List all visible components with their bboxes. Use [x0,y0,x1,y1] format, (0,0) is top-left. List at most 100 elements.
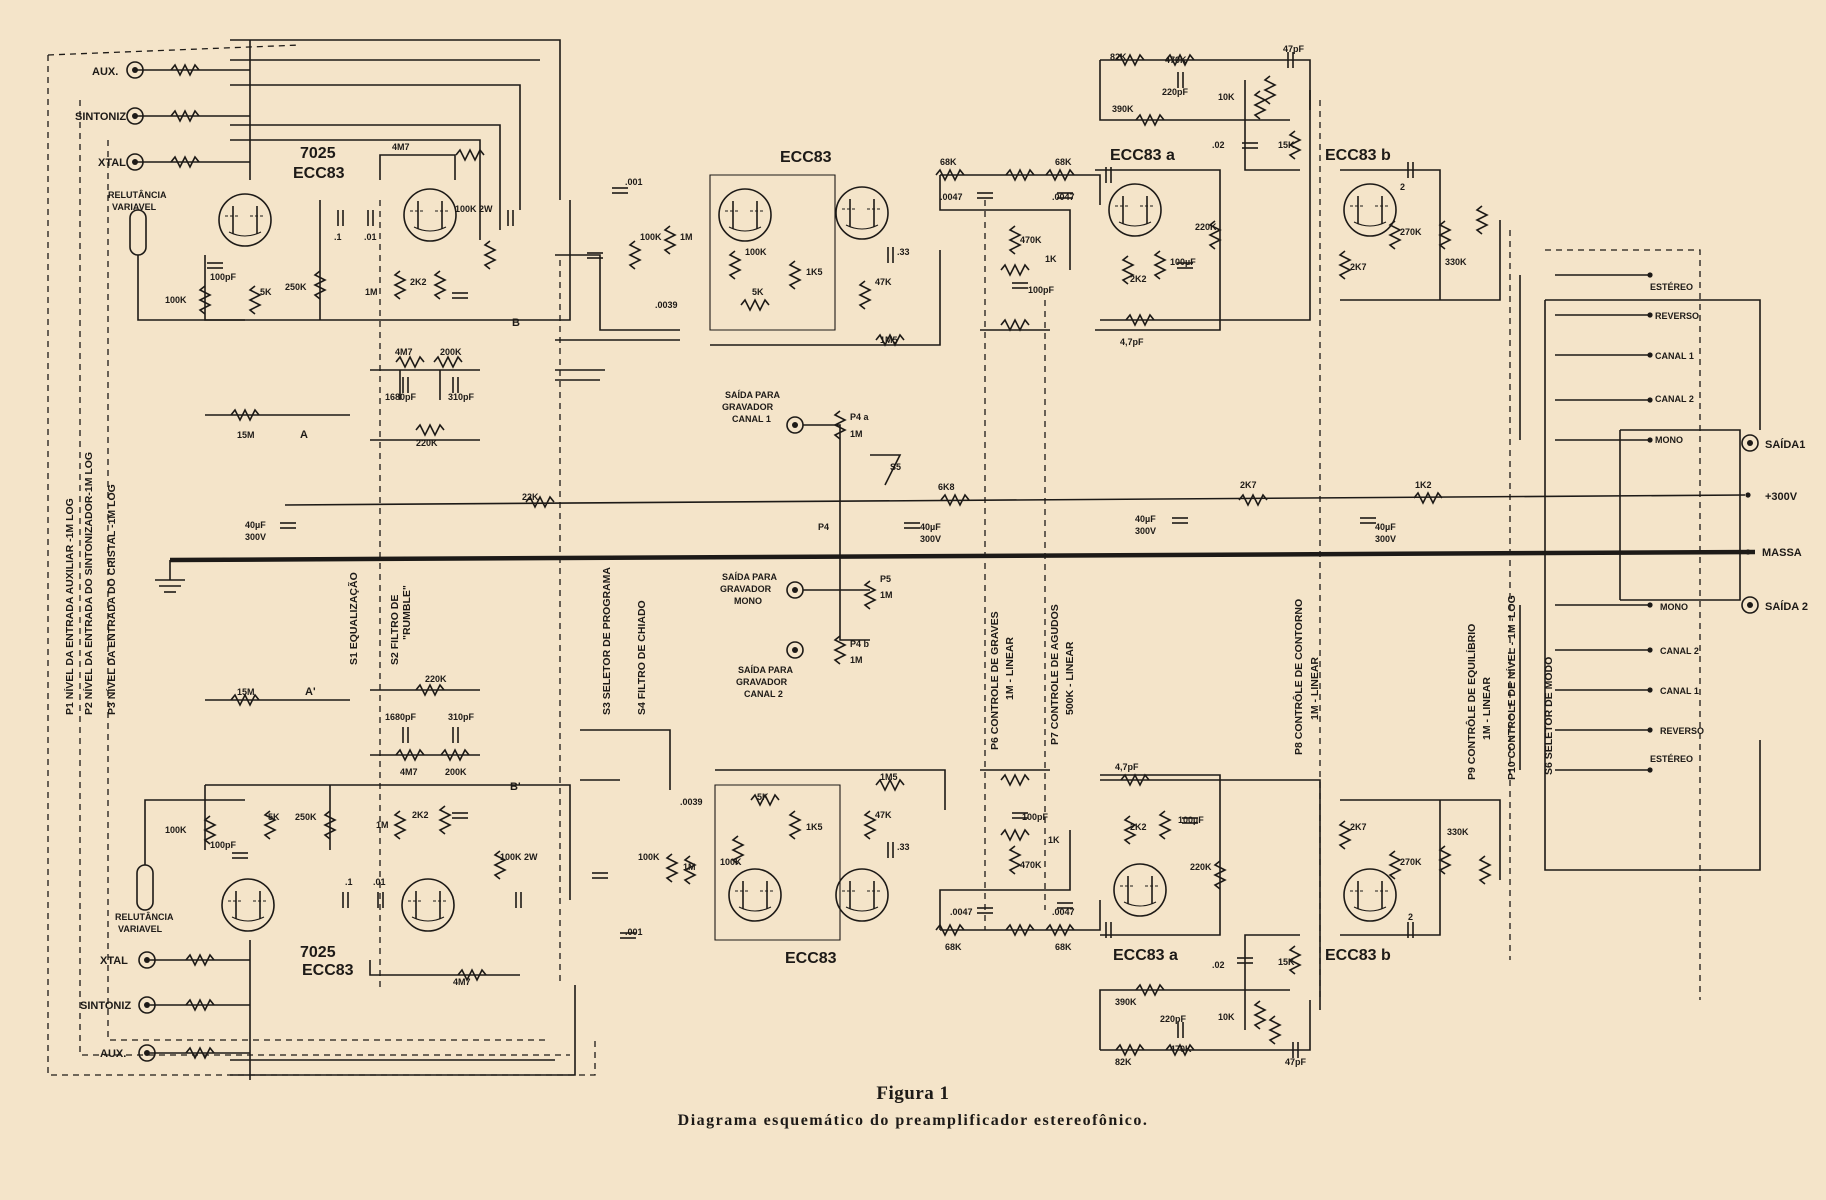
tube-label-u1: ECC83 [293,165,345,182]
legend-s6: S6 SELETOR DE MODO [1543,657,1555,775]
legend-p1: P1 NÍVEL DA ENTRADA AUXILIAR -1M LOG [63,498,76,715]
label-1k2: 1K2 [1415,480,1432,490]
label-s3-220k-bottom: 220K [1190,862,1212,872]
label-68k-bottom2: 68K [1055,942,1072,952]
label-4m7-top: 4M7 [392,142,410,152]
rec-out-2-line2: GRAVADOR [736,677,788,687]
label-eq-310pf-a: 310pF [448,392,475,402]
mode-reverso-top: REVERSO [1655,311,1699,321]
legend-p7-b: 500K - LINEAR [1064,641,1076,715]
label-c02-bottom: .02 [1212,960,1225,970]
label-15m-b: 15M [237,687,255,697]
rec-out-mono-line1: SAÍDA PARA [722,572,778,582]
label-p5: P5 [880,574,891,584]
label-eq-220k-a: 220K [416,438,438,448]
label-68k-top2: 68K [1055,157,1072,167]
selector-switches [555,187,696,939]
input-label-xtal-bottom: XTAL [100,955,128,967]
tube-label-u3: ECC83 a [1110,147,1175,164]
tube-label-l4: ECC83 b [1325,947,1391,964]
label-eq-220k-b: 220K [425,674,447,684]
label-15m-a: 15M [237,430,255,440]
label-c33-top: .33 [897,247,910,257]
label-2k7: 2K7 [1240,480,1257,490]
label-68k-bottom: 68K [945,942,962,952]
input-section-top [126,39,561,321]
mode-reverso-bottom: REVERSO [1660,726,1704,736]
label-c0039-top: .0039 [655,300,678,310]
recorder-outputs [786,410,902,665]
label-300v-3: 300V [1135,526,1156,536]
label-s3-100uf-bottom: 100µF [1178,815,1204,825]
legend-p6-b: 1M - LINEAR [1004,637,1016,700]
mode-mono-top: MONO [1655,435,1683,445]
label-p4b-1m: 1M [850,655,863,665]
label-mid-5k-bottom: 5K [757,792,769,802]
label-point-a2: A' [305,686,316,698]
label-c0039-bottom: .0039 [680,797,703,807]
mode-mono-bottom: MONO [1660,602,1688,612]
label-c0047-b: .0047 [1052,192,1075,202]
legend-p10: P10 CONTROLE DE NÍVEL - 1M -LOG [1505,595,1518,780]
label-100k2w-b: 100K 2W [500,852,538,862]
legend-s2-a: S2 FILTRO DE [389,595,401,665]
label-ct-470k-top: 470K [1165,55,1187,65]
label-c0047-c: .0047 [950,907,973,917]
output-saida1: SAÍDA1 [1765,438,1805,451]
stage-3-bottom [1100,774,1321,1010]
vertical-legends: P1 NÍVEL DA ENTRADA AUXILIAR -1M LOG P2 … [63,452,1555,780]
label-eq-1680pf-b: 1680pF [385,712,417,722]
output-plus300: +300V [1765,491,1798,503]
label-10k-top: 10K [1218,92,1235,102]
label-100k-a: 100K [165,295,187,305]
label-100k-b: 100K [165,825,187,835]
rec-out-1-line3: CANAL 1 [732,414,771,424]
rec-out-1-line1: SAÍDA PARA [725,390,781,400]
label-s4-1m-bottom: 1M [683,862,696,872]
output-saida2: SAÍDA 2 [1765,600,1808,613]
label-6k8: 6K8 [938,482,955,492]
mode-canal2-top: CANAL 2 [1655,394,1694,404]
label-15k-top: 15K [1278,140,1295,150]
tone-control [935,169,1101,936]
label-1k5-bottom: 1K5 [806,822,823,832]
label-220pf-bottom: 220pF [1160,1014,1187,1024]
label-1k-bottom: 1K [1048,835,1060,845]
label-100k2w-a: 100K 2W [455,204,493,214]
legend-p9-b: 1M - LINEAR [1481,677,1493,740]
label-390k-bottom: 390K [1115,997,1137,1007]
label-s3-100uf-top: 100µF [1170,257,1196,267]
label-100pf-a: 100pF [210,272,237,282]
stage-3-top [1095,90,1311,331]
label-p4a: P4 a [850,412,870,422]
label-c1-a: .1 [334,232,342,242]
label-s4-100k-bottom: 100K [638,852,660,862]
label-470k-top: 470K [1020,235,1042,245]
label-300v-1: 300V [245,532,266,542]
label-220pf-top: 220pF [1162,87,1189,97]
tube-label-u2: ECC83 [780,149,832,166]
label-p5-1m: 1M [880,590,893,600]
legend-s3: S3 SELETOR DE PROGRAMA [601,567,613,715]
rec-out-mono-line2: GRAVADOR [720,584,772,594]
stage-1-bottom [204,784,571,981]
input-label-xtal-top: XTAL [98,157,126,169]
label-82k-top: 82K [1110,52,1127,62]
label-1k5-top: 1K5 [806,267,823,277]
label-40uf-3: 40µF [1135,514,1156,524]
label-68k-top: 68K [940,157,957,167]
label-47pf-top: 47pF [1283,44,1305,54]
mode-selector [1519,272,1761,871]
input-label-sintoniz-bottom: SINTONIZ [80,1000,131,1012]
input-section-bottom [136,799,576,1080]
legend-p8-a: P8 CONTRÔLE DE CONTORNO [1292,599,1305,755]
rec-out-2-line1: SAÍDA PARA [738,665,794,675]
label-p4a-1m: 1M [850,429,863,439]
label-1m5-top: 1M5 [880,335,898,345]
mode-estereo-bottom: ESTÉREO [1650,754,1693,764]
figure-subtitle: Diagrama esquemático do preamplificador … [677,1112,1149,1129]
label-100pf-b: 100pF [210,840,237,850]
label-s3-220k-top: 220K [1195,222,1217,232]
tube-label-l2: ECC83 [785,950,837,967]
label-47k-top: 47K [875,277,892,287]
